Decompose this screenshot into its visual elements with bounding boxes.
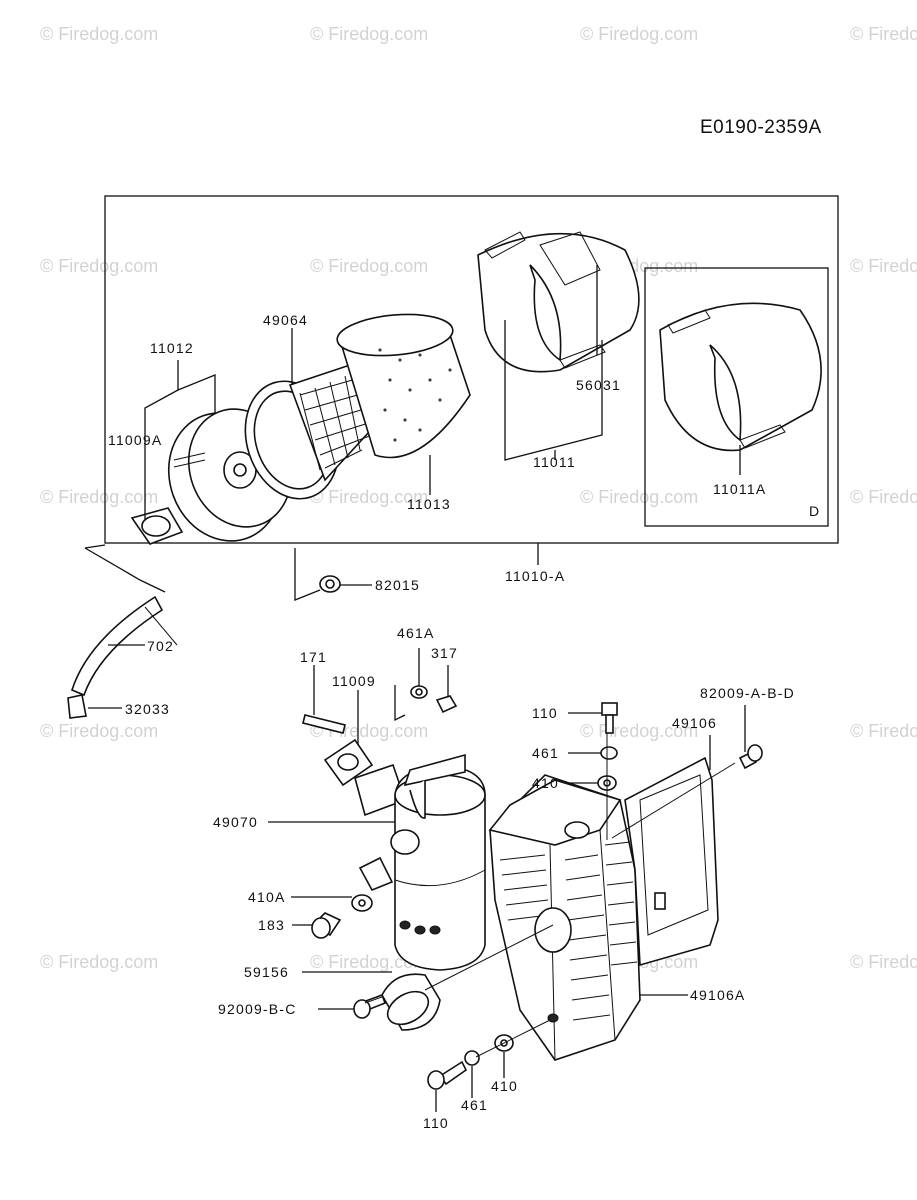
air-cleaner-cover-11011a [659, 302, 822, 452]
watermark: © Firedog.com [850, 487, 917, 507]
label-11009a: 11009A [108, 432, 162, 448]
washer-461-top [600, 746, 618, 760]
label-110-top: 110 [532, 705, 558, 721]
screw-82009-a-b-d [738, 744, 763, 770]
nut-317 [435, 665, 458, 714]
watermark: © Firedog.com [850, 721, 917, 741]
label-183: 183 [258, 917, 285, 933]
watermark: © Firedog.com [310, 24, 428, 44]
screw-92009-b-c [353, 993, 387, 1019]
label-461a: 461A [397, 625, 435, 641]
watermark: © Firedog.com [310, 256, 428, 276]
hose-leader-2 [84, 544, 106, 549]
variant-d-label: D [809, 503, 820, 519]
watermark: © Firedog.com [40, 256, 158, 276]
leader-lines-air-cleaner [144, 265, 741, 601]
label-410-bottom: 410 [491, 1078, 518, 1094]
watermark: © Firedog.com [850, 952, 917, 972]
watermark: © Firedog.com [310, 952, 428, 972]
heat-shield-49106 [624, 756, 719, 967]
alignment-lines [364, 733, 736, 1058]
air-cleaner-cover-11011 [477, 231, 640, 373]
label-11011: 11011 [533, 454, 576, 470]
cover-slots [499, 841, 638, 1021]
label-11012: 11012 [150, 340, 194, 356]
label-410-top: 410 [532, 775, 559, 791]
nut-82015 [319, 575, 341, 593]
gasket-11009 [323, 690, 374, 787]
label-59156: 59156 [244, 964, 289, 980]
label-82015: 82015 [375, 577, 420, 593]
stud-bolt-171 [302, 665, 346, 734]
muffler-cover-49106a [488, 774, 641, 1061]
label-56031: 56031 [576, 377, 621, 393]
watermark: © Firedog.com [580, 24, 698, 44]
watermark: © Firedog.com [40, 952, 158, 972]
label-92009-b-c: 92009-B-C [218, 1001, 297, 1017]
watermark: © Firedog.com [40, 24, 158, 44]
label-49106a: 49106A [690, 987, 745, 1003]
watermark: © Firedog.com [310, 487, 428, 507]
label-11011a: 11011A [713, 481, 766, 497]
label-49106: 49106 [672, 715, 717, 731]
muffler-49070 [354, 753, 486, 971]
label-32033: 32033 [125, 701, 170, 717]
breather-hose-702 [71, 595, 178, 697]
bolt-110-top [601, 702, 618, 734]
watermark: © Firedog.com [850, 24, 917, 44]
diagram-code: E0190-2359A [700, 117, 822, 138]
leader-lines-muffler [268, 705, 746, 1112]
label-410a: 410A [248, 889, 286, 905]
pre-filter-11013 [336, 313, 471, 459]
clip-32033 [67, 694, 122, 719]
washer-461-bottom [464, 1050, 480, 1066]
label-171: 171 [300, 649, 327, 665]
gasket-11009a [130, 507, 184, 545]
air-cleaner-assembly-box [104, 195, 839, 544]
label-11010-a: 11010-A [505, 568, 565, 584]
label-11009: 11009 [332, 673, 376, 689]
variant-d-box [644, 267, 829, 527]
plug-183 [311, 912, 342, 939]
watermark: © Firedog.com [580, 487, 698, 507]
hose-leader [84, 547, 166, 593]
label-461-top: 461 [532, 745, 559, 761]
watermark: © Firedog.com [40, 721, 158, 741]
label-461-bottom: 461 [461, 1097, 488, 1113]
watermark: © Firedog.com [40, 487, 158, 507]
label-11013: 11013 [407, 496, 451, 512]
label-702: 702 [147, 638, 174, 654]
washer-461a [410, 648, 428, 699]
label-49070: 49070 [213, 814, 258, 830]
muffler-flange-leader [394, 685, 406, 722]
spark-arrester-59156 [381, 973, 441, 1031]
washer-410a [351, 894, 373, 912]
label-110-bottom: 110 [423, 1115, 449, 1131]
bolt-110-bottom [427, 1060, 468, 1090]
label-82009-a-b-d: 82009-A-B-D [700, 685, 795, 701]
label-317: 317 [431, 645, 458, 661]
part-labels: 11012 49064 11009A 11013 56031 11011 110… [108, 312, 795, 1131]
watermark: © Firedog.com [850, 256, 917, 276]
label-49064: 49064 [263, 312, 308, 328]
